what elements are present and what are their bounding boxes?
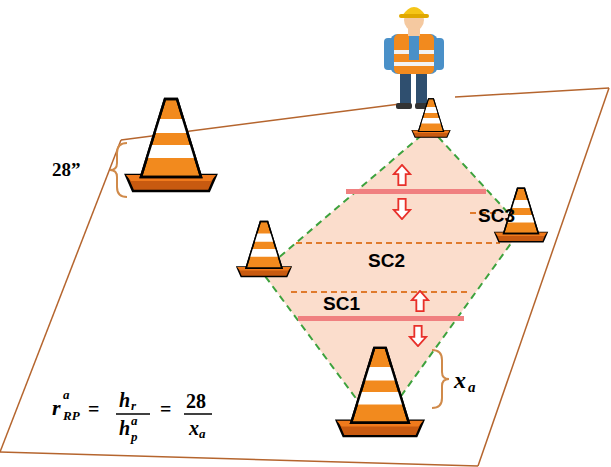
formula-symbol: r bbox=[52, 397, 61, 419]
formula-operator: = bbox=[160, 399, 171, 419]
formula-superscript: a bbox=[63, 388, 70, 401]
zone-label: SC1 bbox=[323, 294, 360, 313]
formula-superscript: a bbox=[131, 414, 138, 427]
worker bbox=[384, 7, 444, 109]
formula-subscript: r bbox=[131, 399, 136, 412]
formula-symbol: h bbox=[119, 390, 130, 410]
formula-symbol: h bbox=[119, 418, 130, 438]
formula-subscript: p bbox=[131, 430, 138, 443]
zone-label: SC2 bbox=[368, 251, 405, 270]
formula-operator: = bbox=[88, 399, 99, 419]
formula-subscript: a bbox=[199, 427, 206, 440]
formula-symbol: x bbox=[189, 418, 199, 438]
formula-subscript: RP bbox=[63, 409, 80, 422]
zone-label: SC3 bbox=[478, 206, 515, 225]
reference-cone bbox=[126, 99, 216, 191]
dimension-subscript: a bbox=[468, 380, 476, 395]
formula-number: 28 bbox=[186, 391, 206, 411]
dimension-symbol: x bbox=[454, 368, 466, 392]
dimension-label: 28” bbox=[52, 160, 81, 179]
